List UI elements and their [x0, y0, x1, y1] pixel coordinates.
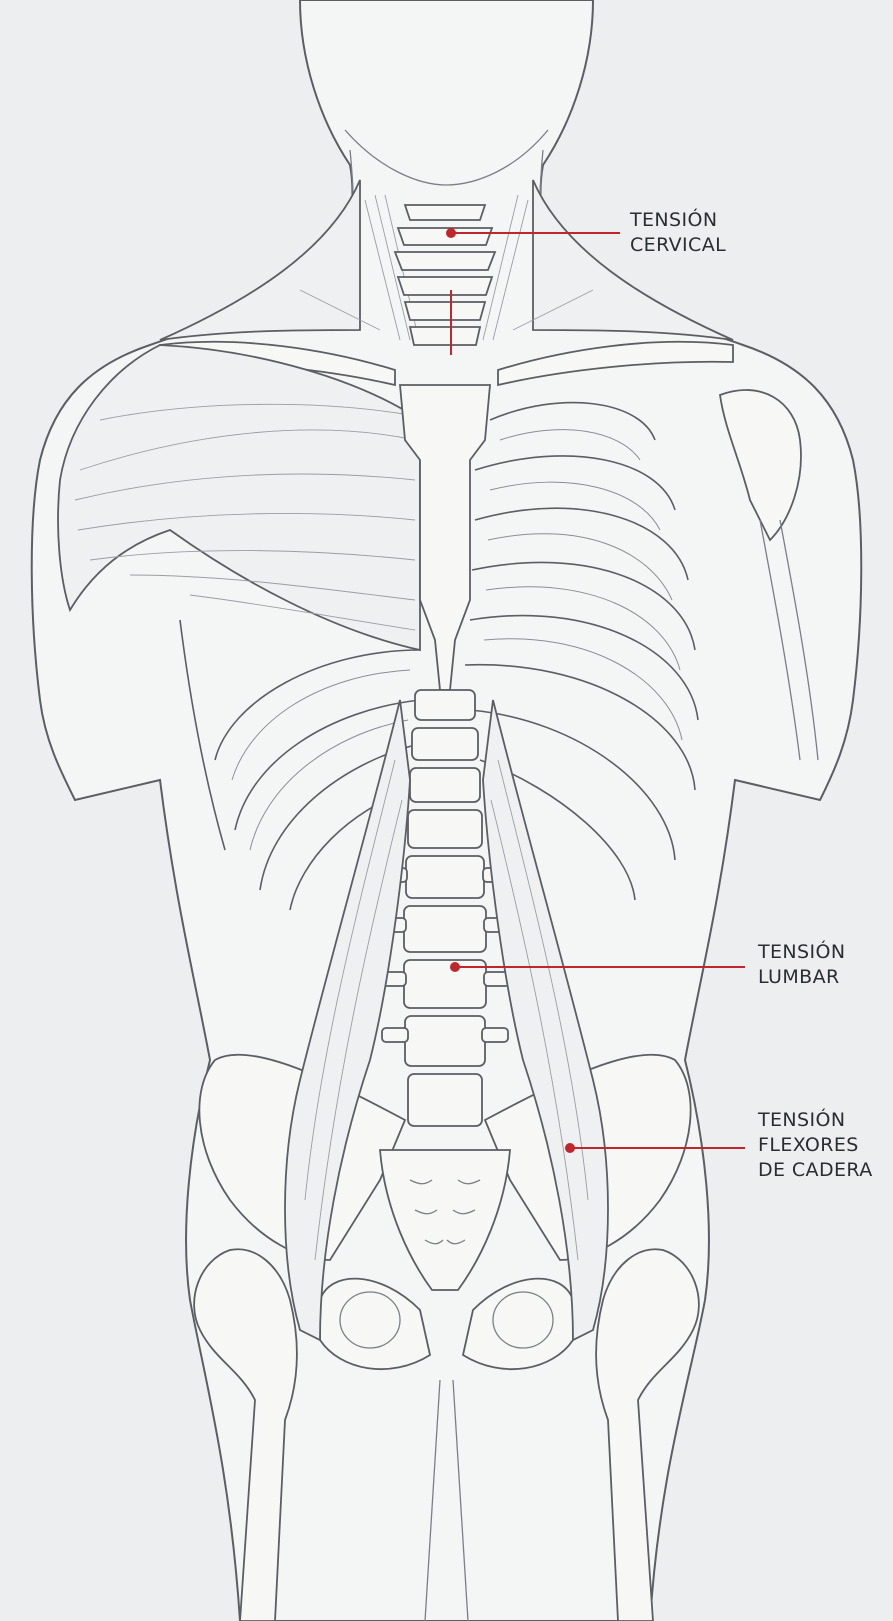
trapezius-left	[160, 180, 360, 340]
label-tension-cervical: TENSIÓN CERVICAL	[630, 208, 726, 258]
trapezius-right	[533, 180, 733, 340]
label-tension-lumbar: TENSIÓN LUMBAR	[758, 940, 845, 990]
label-tension-hip-flexors: TENSIÓN FLEXORES DE CADERA	[758, 1108, 873, 1183]
